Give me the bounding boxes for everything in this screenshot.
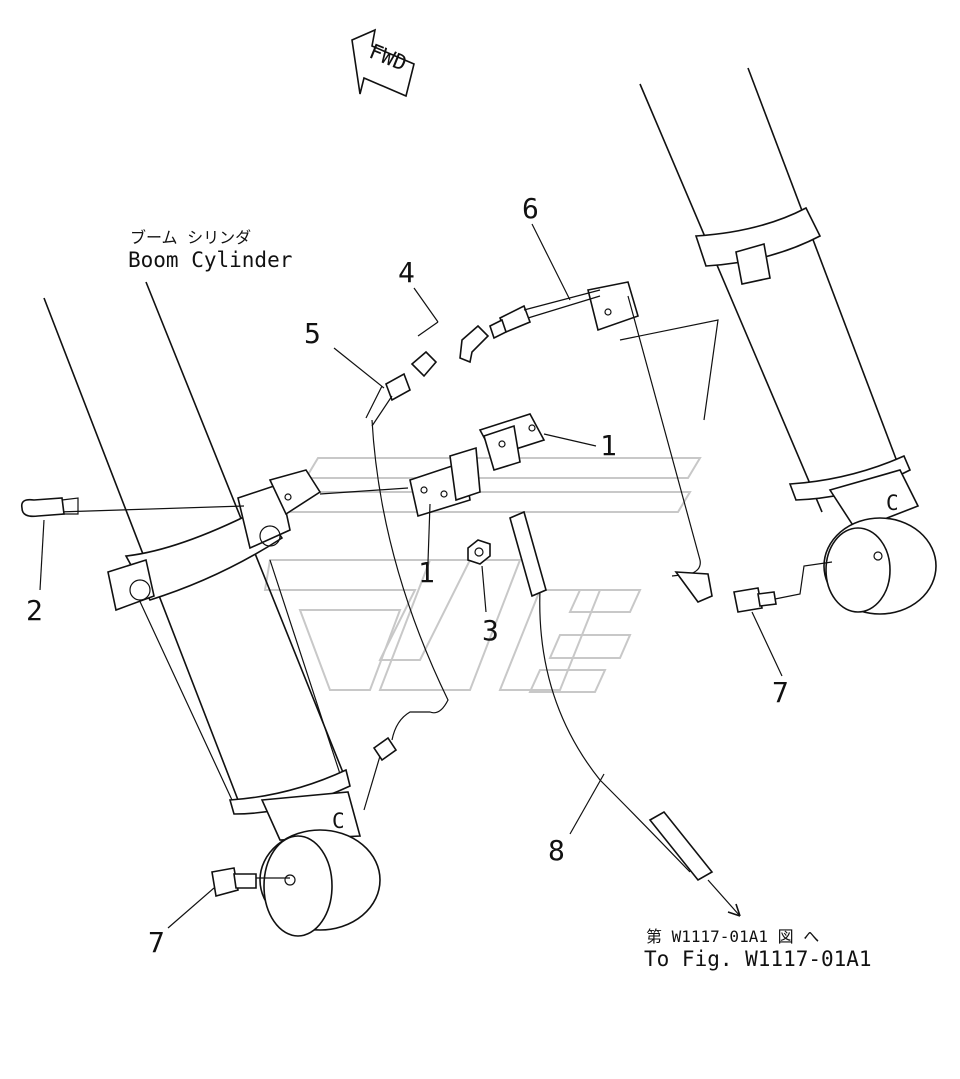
callout-8: 8 <box>548 834 565 867</box>
part-4-elbow <box>410 324 490 378</box>
callout-5: 5 <box>304 317 321 350</box>
part-2-fitting <box>20 497 79 518</box>
left-cylinder-mark: C <box>332 809 345 833</box>
callout-7a: 7 <box>772 676 789 709</box>
fwd-arrow-icon: FWD <box>351 28 415 98</box>
callout-2: 2 <box>26 594 43 627</box>
part-3-nut <box>467 539 491 565</box>
leader-lines <box>39 223 783 929</box>
callout-3: 3 <box>482 614 499 647</box>
boom-cylinder-label-jp: ブーム シリンダ <box>130 228 251 247</box>
right-cylinder-mark: C <box>886 491 899 515</box>
part-6-tube <box>489 289 601 340</box>
right-boom-cylinder: C <box>587 67 937 615</box>
part-7-fitting-right <box>674 571 777 613</box>
part-5-hose <box>365 372 411 427</box>
callout-numbers: 1 1 2 3 4 5 6 7 7 8 <box>26 192 789 959</box>
callout-4: 4 <box>398 256 415 289</box>
figure-ref-label-jp: 第 W1117-01A1 図 へ <box>646 927 819 946</box>
part-8-hose <box>509 510 741 917</box>
part-1-bracket-a <box>409 446 481 518</box>
callout-1a: 1 <box>600 429 617 462</box>
part-7-fitting-left <box>211 867 257 898</box>
left-hose-coupler <box>372 736 398 762</box>
callout-1b: 1 <box>418 556 435 589</box>
left-boom-cylinder: C <box>43 281 381 937</box>
part-1-bracket-b <box>478 413 546 472</box>
figure-ref-label-en: To Fig. W1117-01A1 <box>644 947 872 971</box>
callout-6: 6 <box>522 192 539 225</box>
boom-cylinder-label-en: Boom Cylinder <box>128 248 292 272</box>
callout-7b: 7 <box>148 926 165 959</box>
